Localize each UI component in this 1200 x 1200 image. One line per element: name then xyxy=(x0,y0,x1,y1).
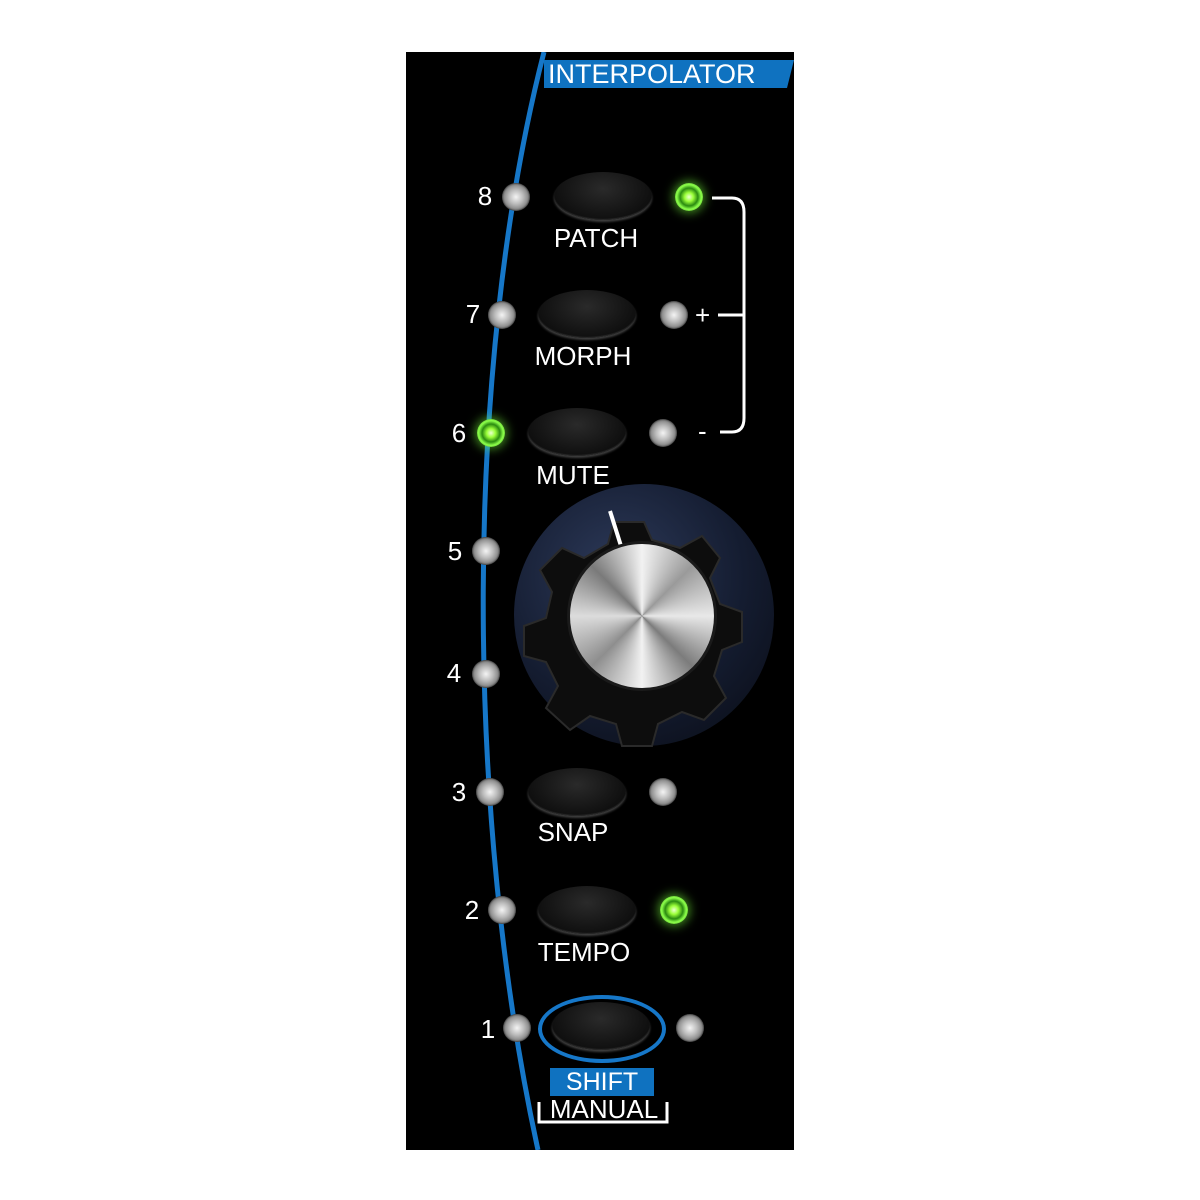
slot-led-2 xyxy=(488,896,516,924)
slot-led-4 xyxy=(472,660,500,688)
module-title: INTERPOLATOR xyxy=(548,59,756,89)
tempo-led xyxy=(660,896,688,924)
slot-number-3: 3 xyxy=(451,777,467,807)
slot-number-4: 4 xyxy=(446,658,462,688)
morph-led xyxy=(660,301,688,329)
morph-button[interactable] xyxy=(538,290,636,338)
bracket-plus: + xyxy=(695,300,711,330)
slot-led-7 xyxy=(488,301,516,329)
shift-button[interactable] xyxy=(552,1002,650,1050)
slot-number-1: 1 xyxy=(480,1014,496,1044)
slot-number-8: 8 xyxy=(477,181,493,211)
shift-led xyxy=(676,1014,704,1042)
snap-label: SNAP xyxy=(537,817,609,847)
tempo-button[interactable] xyxy=(538,886,636,934)
slot-number-7: 7 xyxy=(465,299,481,329)
snap-led xyxy=(649,778,677,806)
slot-led-3 xyxy=(476,778,504,806)
snap-button[interactable] xyxy=(528,768,626,816)
slot-led-5 xyxy=(472,537,500,565)
slot-led-6 xyxy=(477,419,505,447)
slot-led-8 xyxy=(502,183,530,211)
manual-bracket xyxy=(537,1102,669,1124)
tempo-label: TEMPO xyxy=(537,937,631,967)
mute-button[interactable] xyxy=(528,408,626,456)
shift-ring xyxy=(538,995,666,1063)
module-panel: INTERPOLATOR 8 7 6 5 4 3 2 1 PATCH MORPH… xyxy=(406,52,794,1150)
mute-label: MUTE xyxy=(536,460,610,490)
slot-number-5: 5 xyxy=(447,536,463,566)
shift-label: SHIFT xyxy=(550,1068,654,1096)
title-bar xyxy=(544,60,794,88)
mute-led xyxy=(649,419,677,447)
patch-label: PATCH xyxy=(553,223,639,253)
knob-pointer-line xyxy=(608,510,623,547)
slot-number-6: 6 xyxy=(451,418,467,448)
slot-number-2: 2 xyxy=(464,895,480,925)
manual-label: MANUAL xyxy=(549,1094,659,1124)
morph-label: MORPH xyxy=(534,341,632,371)
patch-led xyxy=(675,183,703,211)
main-knob[interactable] xyxy=(570,544,714,688)
bracket-minus: - xyxy=(698,416,707,446)
slot-led-1 xyxy=(503,1014,531,1042)
patch-button[interactable] xyxy=(554,172,652,220)
